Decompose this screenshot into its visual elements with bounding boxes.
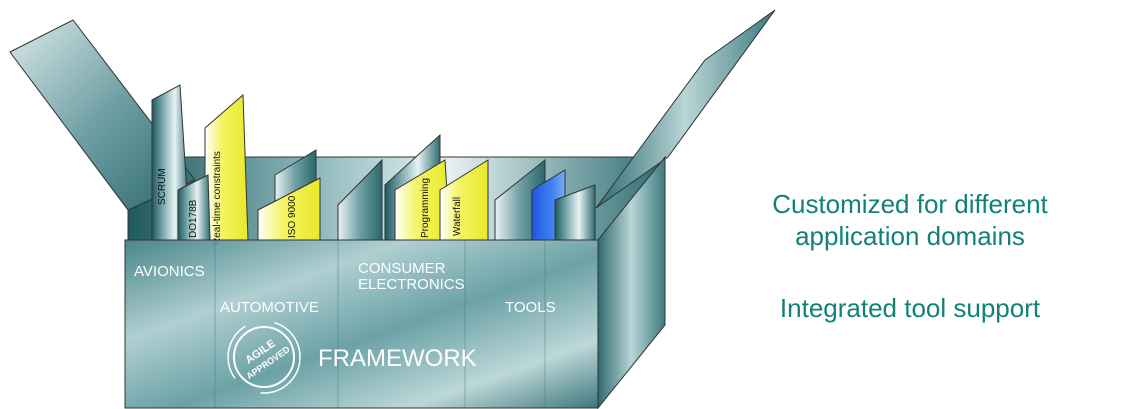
box-right-flap [595, 9, 776, 209]
caption-customized: Customized for different application dom… [700, 188, 1120, 252]
box-inner-dividers [214, 240, 546, 408]
caption-line-2: application domains [795, 221, 1025, 251]
box-right-side [597, 155, 666, 409]
domain-automotive: AUTOMOTIVE [220, 299, 319, 316]
caption-line-1: Customized for different [772, 189, 1048, 219]
domain-tools: TOOLS [505, 299, 556, 316]
box-left-flap [9, 19, 196, 211]
folder-do178b-label: DO178B [188, 199, 199, 238]
caption-tool-support: Integrated tool support [700, 292, 1120, 324]
caption-line-3: Integrated tool support [779, 293, 1041, 323]
folder-iso9000-label: ISO 9000 [287, 195, 298, 238]
domain-consumer-line1: CONSUMER [358, 260, 446, 277]
framework-label: FRAMEWORK [318, 345, 477, 372]
folder-scrum-label: SCRUM [157, 168, 168, 205]
folder-programming-label: Programming [420, 178, 431, 238]
domain-consumer-line2: ELECTRONICS [358, 276, 465, 293]
domain-avionics: AVIONICS [134, 263, 205, 280]
folder-realtime-label: Real-time constraints [212, 151, 223, 245]
folder-waterfall-label: Waterfall [452, 197, 463, 236]
